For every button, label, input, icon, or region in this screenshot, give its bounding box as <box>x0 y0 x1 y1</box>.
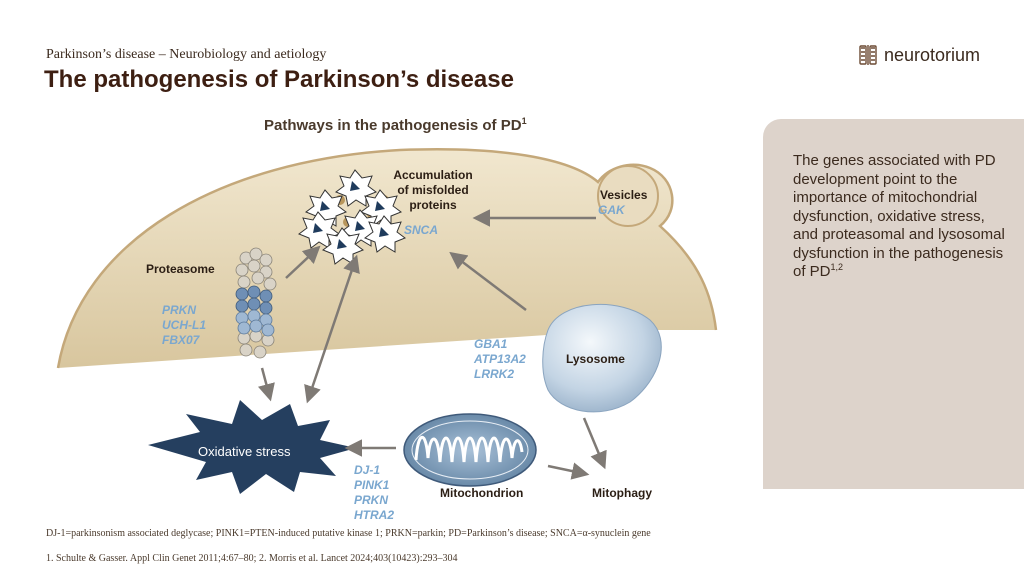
neurotorium-logo-icon <box>859 45 877 65</box>
proteasome-graphic <box>235 247 277 359</box>
mito-gene-4: HTRA2 <box>354 508 395 522</box>
proteasome-gene-2: UCH-L1 <box>162 318 206 332</box>
mito-gene-3: PRKN <box>354 493 389 507</box>
diagram-title-sup: 1 <box>521 116 527 126</box>
slide-title: The pathogenesis of Parkinson’s disease <box>44 66 514 93</box>
mito-gene-2: PINK1 <box>354 478 390 492</box>
oxidative-stress-burst <box>148 400 356 494</box>
lysosome-gene-1: GBA1 <box>474 337 508 351</box>
lysosome-gene-3: LRRK2 <box>474 367 515 381</box>
slide-subtitle: Parkinson’s disease – Neurobiology and a… <box>46 47 327 62</box>
gak-gene: GAK <box>598 203 625 217</box>
mitophagy-label: Mitophagy <box>592 486 652 500</box>
proteasome-gene-1: PRKN <box>162 303 197 317</box>
vesicle-circle <box>597 165 659 227</box>
proteasome-label: Proteasome <box>146 262 215 276</box>
mito-gene-1: DJ-1 <box>354 463 381 477</box>
references: 1. Schulte & Gasser. Appl Clin Genet 201… <box>46 553 458 564</box>
summary-panel <box>763 119 1024 489</box>
proteasome-gene-3: FBX07 <box>162 333 200 347</box>
logo-text: neurotorium <box>884 44 981 65</box>
lysosome-graphic <box>542 303 662 413</box>
diagram-title-text: Pathways in the pathogenesis of PD <box>264 117 522 134</box>
summary-text-body: The genes associated with PD development… <box>793 152 1005 280</box>
neurotorium-logo: neurotorium <box>858 44 980 66</box>
diagram-title: Pathways in the pathogenesis of PD1 <box>264 116 527 135</box>
summary-text-sup: 1,2 <box>830 262 844 272</box>
mitochondrion-label: Mitochondrion <box>440 486 524 500</box>
lysosome-gene-2: ATP13A2 <box>474 352 526 366</box>
snca-gene: SNCA <box>404 223 439 237</box>
pathway-arrows <box>257 209 607 480</box>
abbreviations-footnote: DJ-1=parkinsonism associated deglycase; … <box>46 528 651 539</box>
summary-text: The genes associated with PD development… <box>793 152 1008 282</box>
vesicles-label: Vesicles <box>600 188 648 202</box>
accumulation-label: Accumulation of misfolded proteins <box>393 168 473 212</box>
lysosome-label: Lysosome <box>566 352 625 366</box>
mitochondrion-graphic <box>403 413 537 487</box>
oxidative-stress-label: Oxidative stress <box>198 444 291 459</box>
cell-body <box>56 147 718 369</box>
